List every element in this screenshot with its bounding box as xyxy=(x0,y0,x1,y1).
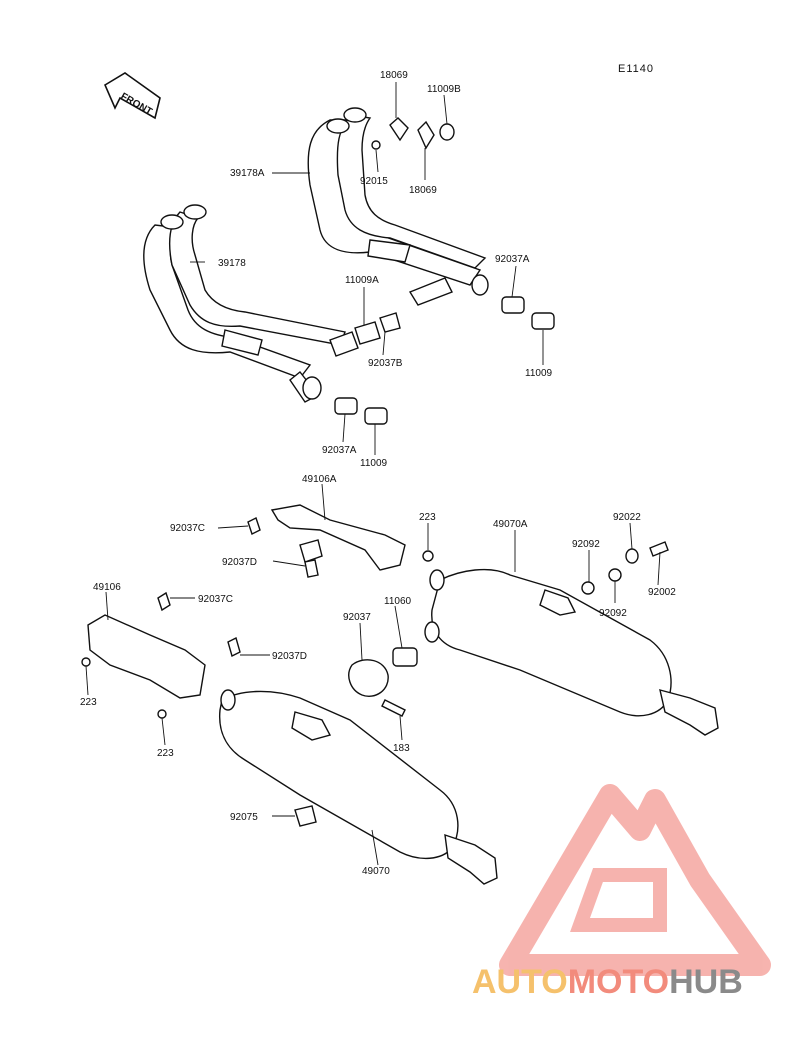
label-18069-bottom: 18069 xyxy=(409,185,437,196)
label-92002: 92002 xyxy=(648,587,676,598)
upper-clamps xyxy=(334,117,555,425)
label-92022: 92022 xyxy=(613,512,641,523)
header-pipe-39178 xyxy=(143,204,359,403)
label-92037: 92037 xyxy=(343,612,371,623)
label-92037c-lower: 92037C xyxy=(198,594,233,605)
label-183: 183 xyxy=(393,743,410,754)
heat-guard-49106 xyxy=(81,591,241,719)
watermark-auto: AUTO xyxy=(472,963,568,1001)
label-11009-right: 11009 xyxy=(525,368,553,379)
ref-code: E1140 xyxy=(618,63,654,75)
label-223-left: 223 xyxy=(80,697,97,708)
muffler-49070 xyxy=(218,689,498,885)
label-92037d-top: 92037D xyxy=(222,557,257,568)
label-223-bottom: 223 xyxy=(157,748,174,759)
label-11009-lower: 11009 xyxy=(360,458,388,469)
label-92037a-upper: 92037A xyxy=(495,254,530,265)
label-92037a-lower: 92037A xyxy=(322,445,357,456)
label-92037c-top: 92037C xyxy=(170,523,205,534)
label-92015: 92015 xyxy=(360,176,388,187)
label-49070: 49070 xyxy=(362,866,390,877)
part-labels: 18069 11009B 39178A 92015 18069 39178 92… xyxy=(80,70,676,877)
label-92037d-lower: 92037D xyxy=(272,651,307,662)
watermark-moto: MOTO xyxy=(568,963,669,1001)
leader-lines xyxy=(85,82,661,866)
label-92075: 92075 xyxy=(230,812,258,823)
bracket-49106a xyxy=(247,504,434,578)
label-11009b: 11009B xyxy=(427,84,461,95)
header-pipe-39178a xyxy=(307,107,489,306)
front-arrow-icon: FRONT xyxy=(103,72,161,120)
label-223-top: 223 xyxy=(419,512,436,523)
watermark-inner-g xyxy=(570,868,667,932)
label-11009a: 11009A xyxy=(345,275,379,286)
muffler-49070a xyxy=(424,541,719,736)
label-39178a: 39178A xyxy=(230,168,265,179)
watermark-triangle xyxy=(499,784,771,976)
label-49106: 49106 xyxy=(93,582,121,593)
label-49106a: 49106A xyxy=(302,474,337,485)
label-92037b: 92037B xyxy=(368,358,403,369)
watermark-logo xyxy=(499,784,771,976)
watermark-hub: HUB xyxy=(669,963,743,1001)
label-49070a: 49070A xyxy=(493,519,528,530)
label-92092-right: 92092 xyxy=(599,608,627,619)
watermark-wordmark: AUTOMOTOHUB xyxy=(472,963,743,1001)
center-clamp-gasket xyxy=(348,647,418,717)
svg-text:AUTOMOTOHUB: AUTOMOTOHUB xyxy=(472,963,743,1001)
label-11060: 11060 xyxy=(384,596,412,607)
label-39178: 39178 xyxy=(218,258,246,269)
label-92092-left: 92092 xyxy=(572,539,600,550)
label-18069-top: 18069 xyxy=(380,70,408,81)
